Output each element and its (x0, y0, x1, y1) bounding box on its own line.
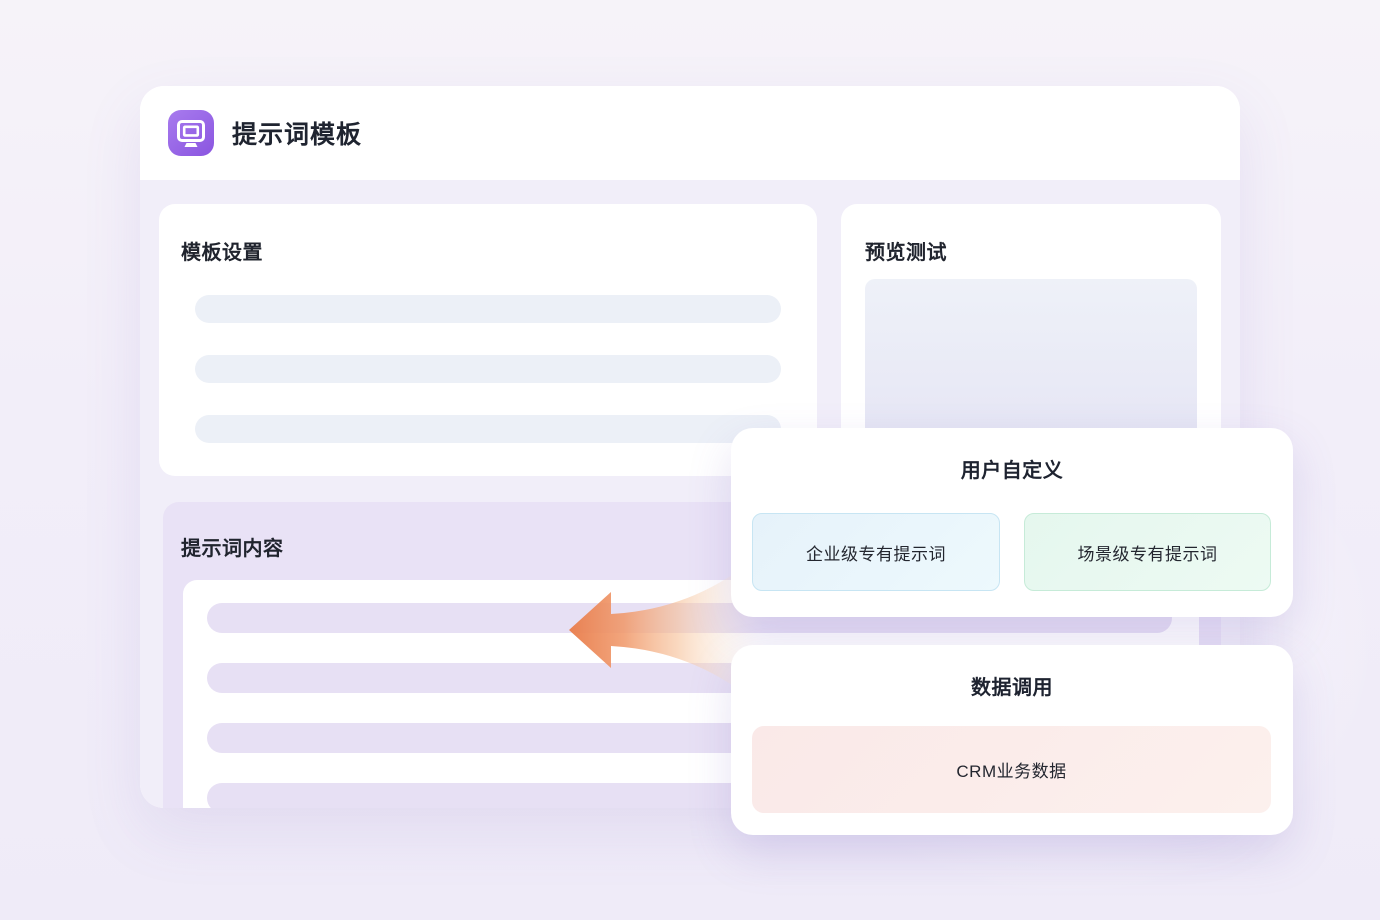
data-call-title: 数据调用 (971, 677, 1053, 699)
prompt-content-title: 提示词内容 (181, 538, 284, 560)
skeleton-bar (195, 415, 781, 443)
card-user-custom: 用户自定义 企业级专有提示词 场景级专有提示词 (731, 428, 1293, 617)
enterprise-prompt-button[interactable]: 企业级专有提示词 (752, 513, 1000, 591)
window-body: 模板设置 预览测试 提示词内容 (140, 180, 1240, 808)
user-custom-title: 用户自定义 (960, 460, 1064, 482)
window-header: 提示词模板 (140, 86, 1240, 180)
prompt-template-window: 提示词模板 模板设置 预览测试 提示词内容 (140, 86, 1240, 808)
skeleton-bar (195, 355, 781, 383)
card-data-call: 数据调用 CRM业务数据 (731, 645, 1293, 835)
crm-data-button[interactable]: CRM业务数据 (752, 726, 1271, 813)
preview-test-title: 预览测试 (865, 242, 947, 264)
monitor-icon (168, 110, 214, 156)
skeleton-bar (195, 295, 781, 323)
panel-template-settings: 模板设置 (159, 204, 817, 476)
template-settings-title: 模板设置 (181, 242, 263, 264)
scene-prompt-button[interactable]: 场景级专有提示词 (1024, 513, 1271, 591)
arrow-left-icon (565, 545, 765, 715)
page-title: 提示词模板 (232, 121, 363, 149)
